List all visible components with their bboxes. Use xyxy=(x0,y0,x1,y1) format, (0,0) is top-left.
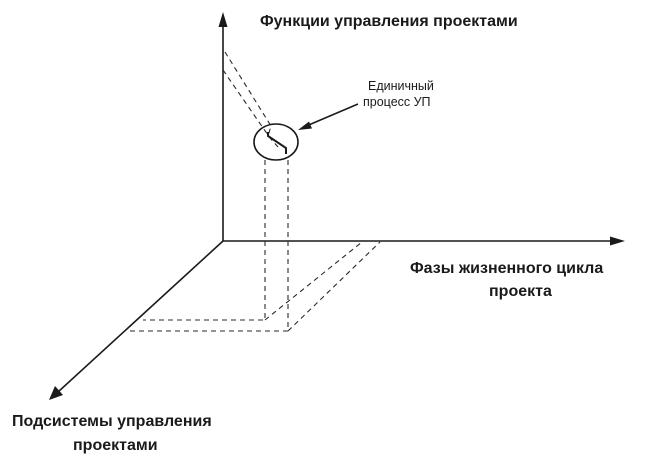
functions-axis-arrowhead xyxy=(218,12,228,27)
subsystems-axis-label-line1: Подсистемы управления xyxy=(12,413,212,430)
single-process-pointer xyxy=(303,103,359,128)
subsystems-axis-label-line2: проектами xyxy=(73,437,158,454)
functions-axis-label: Функции управления проектами xyxy=(260,13,518,30)
subsystems-axis xyxy=(57,240,224,393)
phases-axis-arrowhead xyxy=(610,236,625,246)
single-process-label-line2: процесс УП xyxy=(363,95,431,109)
phases-axis-label-line2: проекта xyxy=(489,283,552,300)
phases-projection-left xyxy=(143,160,266,321)
phases-projection-near xyxy=(264,241,363,321)
single-process-circle xyxy=(253,123,299,161)
phases-projection-right xyxy=(127,160,289,332)
single-process-pointer-head xyxy=(298,121,312,130)
single-process-segment xyxy=(267,132,287,154)
single-process-label-line1: Единичный xyxy=(368,79,434,93)
subsystems-axis-arrowhead xyxy=(49,386,63,400)
phases-axis-label-line1: Фазы жизненного цикла xyxy=(410,260,603,277)
functions-projection-inner xyxy=(222,69,279,148)
functions-projection-outer xyxy=(224,51,272,137)
phases-projection-far xyxy=(287,241,381,332)
